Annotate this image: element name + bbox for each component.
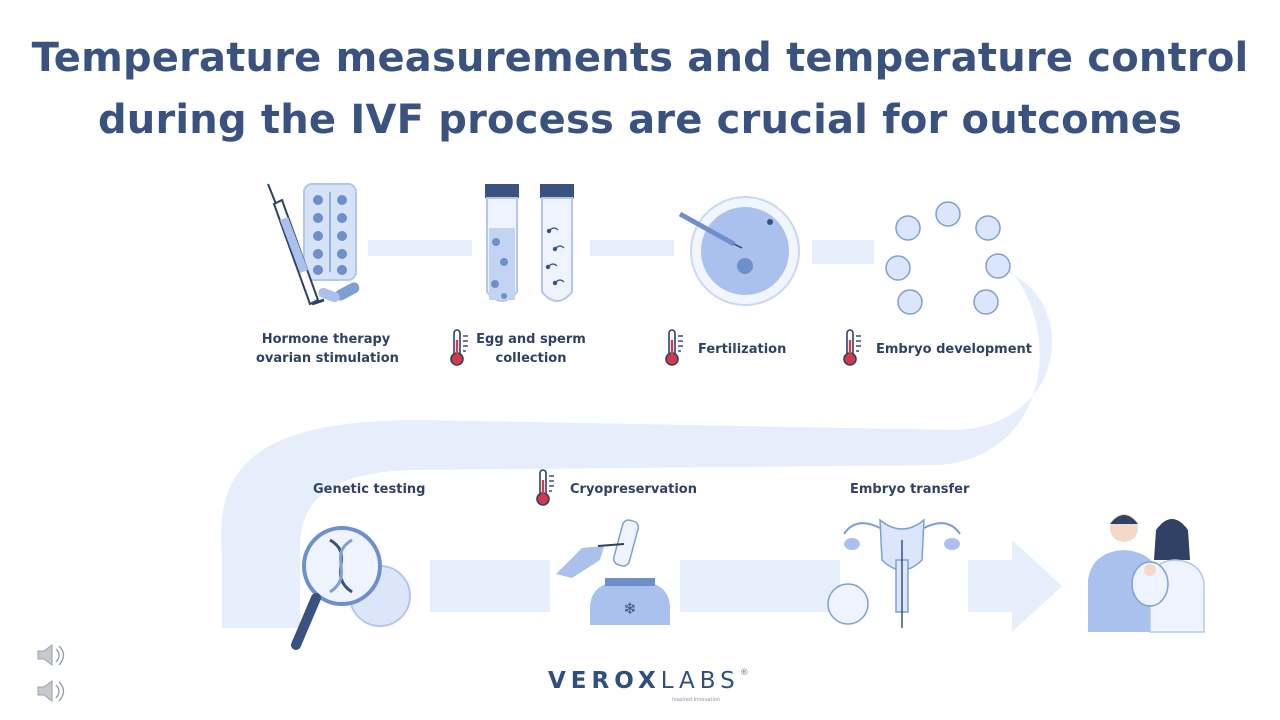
cryopreservation-illustration: ❄	[556, 519, 670, 625]
step-label-embryo-transfer: Embryo transfer	[850, 482, 970, 497]
svg-text:❄: ❄	[623, 599, 636, 618]
thermometer-icon-egg-sperm	[450, 329, 469, 366]
veroxlabs-logo: VEROXLABS® Inspired Innovation	[548, 668, 749, 703]
title-line-1: Temperature measurements and temperature…	[31, 35, 1249, 81]
embryo-development-illustration	[885, 201, 1011, 315]
fertilization-illustration	[678, 196, 800, 306]
family-illustration	[1088, 514, 1205, 633]
flow-path	[221, 240, 1062, 632]
thermometer-icon-fertilization	[665, 329, 684, 366]
test-tubes-illustration	[485, 184, 574, 302]
logo-secondary: LABS	[660, 668, 740, 694]
title-line-2: during the IVF process are crucial for o…	[97, 97, 1183, 143]
step-label-egg-sperm-collection: Egg and sperm collection	[476, 332, 586, 366]
step-label-cryopreservation: Cryopreservation	[570, 482, 697, 497]
logo-tagline: Inspired Innovation	[672, 697, 721, 703]
logo-primary: VEROX	[548, 668, 661, 694]
step-label-hormone-therapy: Hormone therapy ovarian stimulation	[256, 332, 399, 366]
speaker-icon	[37, 644, 65, 666]
genetic-testing-illustration	[291, 526, 411, 650]
speaker-icon	[37, 680, 65, 702]
step-label-embryo-development: Embryo development	[876, 342, 1033, 357]
step-label-fertilization: Fertilization	[698, 342, 787, 357]
step-label-genetic-testing: Genetic testing	[313, 482, 426, 497]
embryo-transfer-illustration	[827, 518, 961, 628]
thermometer-icon-cryopreservation	[536, 469, 555, 506]
logo-registered-mark: ®	[739, 668, 749, 678]
thermometer-icon-embryo-development	[843, 329, 862, 366]
hormone-therapy-illustration	[267, 183, 360, 306]
